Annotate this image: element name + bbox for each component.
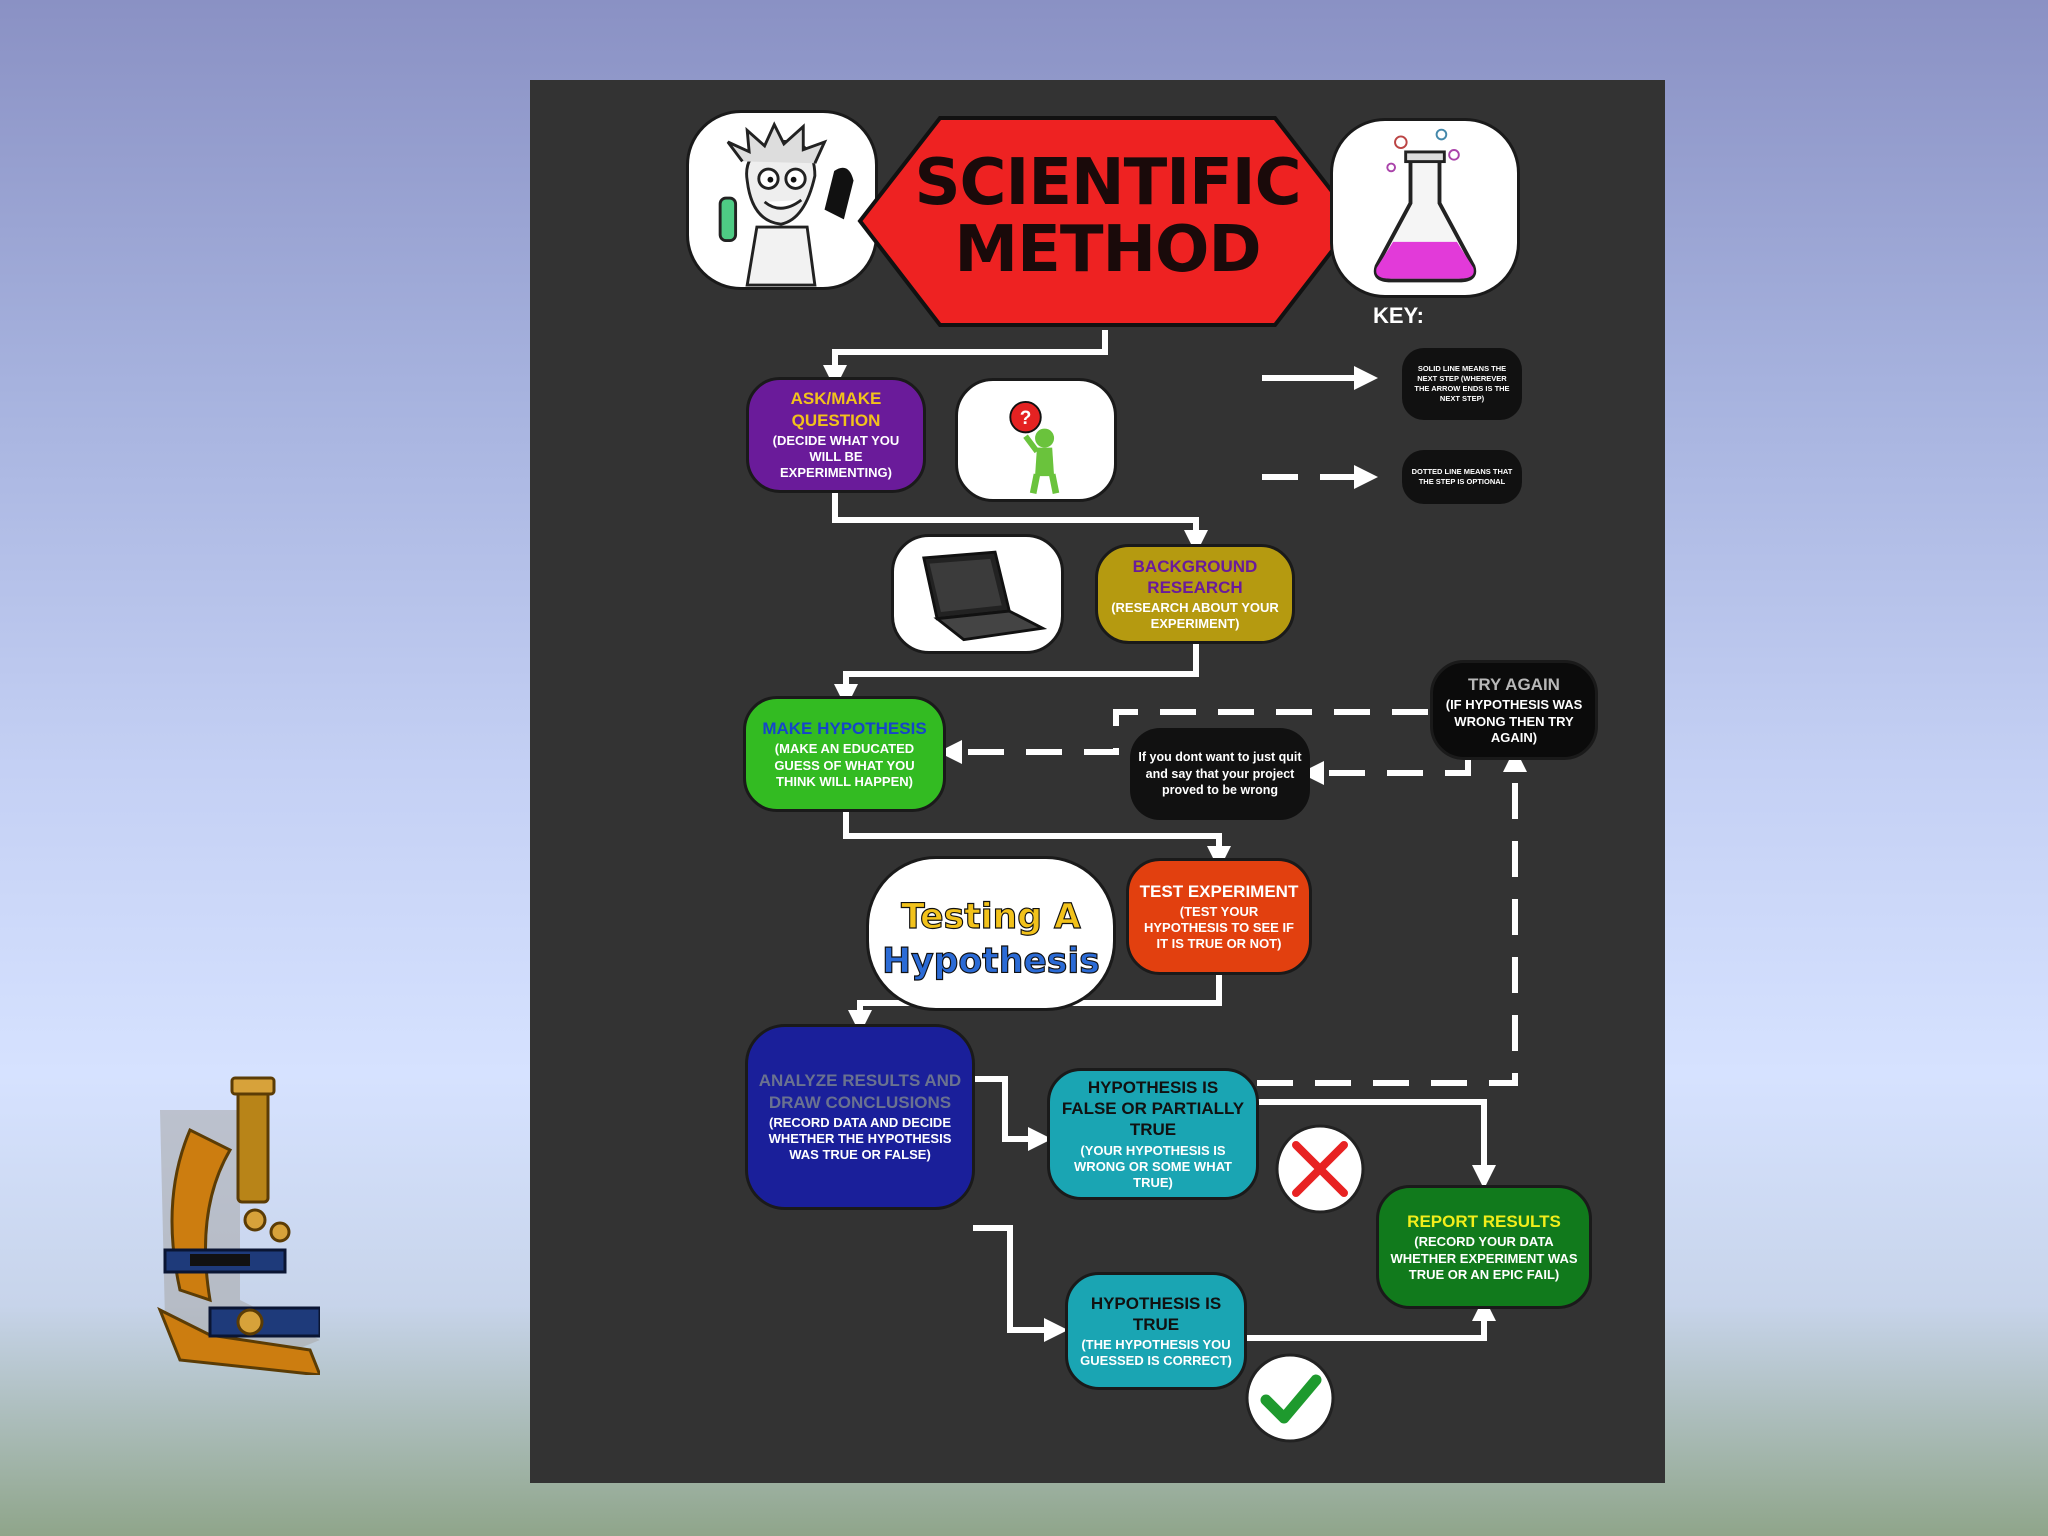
testing-art-line-1: Testing A [901, 897, 1081, 937]
step-false-title: HYPOTHESIS IS FALSE OR PARTIALLY TRUE [1060, 1077, 1246, 1141]
step-try-again: TRY AGAIN (IF HYPOTHESIS WAS WRONG THEN … [1430, 660, 1598, 760]
step-background-research: BACKGROUND RESEARCH (RESEARCH ABOUT YOUR… [1095, 544, 1295, 644]
key-dotted-note: DOTTED LINE MEANS THAT THE STEP IS OPTIO… [1402, 450, 1522, 504]
step-analyze-results: ANALYZE RESULTS AND DRAW CONCLUSIONS (RE… [745, 1024, 975, 1210]
step-hypothesis-true: HYPOTHESIS IS TRUE (THE HYPOTHESIS YOU G… [1065, 1272, 1247, 1390]
question-person-icon: ? [958, 381, 1114, 499]
step-false-sub: (YOUR HYPOTHESIS IS WRONG OR SOME WHAT T… [1060, 1143, 1246, 1192]
step-try-again-title: TRY AGAIN [1468, 674, 1560, 695]
step-true-sub: (THE HYPOTHESIS YOU GUESSED IS CORRECT) [1078, 1337, 1234, 1370]
laptop-icon [894, 537, 1061, 651]
quit-note: If you dont want to just quit and say th… [1130, 728, 1310, 820]
mad-scientist-icon [689, 113, 875, 287]
step-report-results: REPORT RESULTS (RECORD YOUR DATA WHETHER… [1376, 1185, 1592, 1309]
testing-hypothesis-art: Testing A Hypothesis [869, 859, 1113, 1008]
flask-icon [1333, 121, 1517, 295]
step-try-again-sub: (IF HYPOTHESIS WAS WRONG THEN TRY AGAIN) [1443, 697, 1585, 746]
title-line-1: SCIENTIFIC [905, 150, 1310, 217]
green-check-icon [1244, 1352, 1336, 1444]
key-label: KEY: [1373, 303, 1424, 329]
key-solid-note: SOLID LINE MEANS THE NEXT STEP (WHEREVER… [1402, 348, 1522, 420]
svg-text:?: ? [1020, 408, 1032, 429]
step-true-title: HYPOTHESIS IS TRUE [1078, 1293, 1234, 1336]
step-ask-title: ASK/MAKE QUESTION [759, 388, 913, 431]
step-hypothesis-sub: (MAKE AN EDUCATED GUESS OF WHAT YOU THIN… [756, 741, 933, 790]
laptop-picture [891, 534, 1064, 654]
step-test-experiment: TEST EXPERIMENT (TEST YOUR HYPOTHESIS TO… [1126, 858, 1312, 975]
title-line-2: METHOD [905, 217, 1310, 284]
scientist-picture [686, 110, 878, 290]
step-analyze-title: ANALYZE RESULTS AND DRAW CONCLUSIONS [758, 1070, 962, 1113]
testing-art-line-2: Hypothesis [882, 941, 1100, 981]
microscope-icon [120, 1070, 320, 1375]
step-test-sub: (TEST YOUR HYPOTHESIS TO SEE IF IT IS TR… [1139, 904, 1299, 953]
step-hypothesis-title: MAKE HYPOTHESIS [762, 718, 926, 739]
step-report-sub: (RECORD YOUR DATA WHETHER EXPERIMENT WAS… [1389, 1234, 1579, 1283]
step-ask-question: ASK/MAKE QUESTION (DECIDE WHAT YOU WILL … [746, 377, 926, 493]
question-picture: ? [955, 378, 1117, 502]
step-research-title: BACKGROUND RESEARCH [1108, 556, 1282, 599]
step-hypothesis-false: HYPOTHESIS IS FALSE OR PARTIALLY TRUE (Y… [1047, 1068, 1259, 1200]
testing-hypothesis-picture: Testing A Hypothesis [866, 856, 1116, 1011]
step-analyze-sub: (RECORD DATA AND DECIDE WHETHER THE HYPO… [758, 1115, 962, 1164]
red-x-icon [1274, 1123, 1366, 1215]
step-research-sub: (RESEARCH ABOUT YOUR EXPERIMENT) [1108, 600, 1282, 633]
title-text: SCIENTIFIC METHOD [905, 150, 1310, 284]
step-report-title: REPORT RESULTS [1407, 1211, 1561, 1232]
step-make-hypothesis: MAKE HYPOTHESIS (MAKE AN EDUCATED GUESS … [743, 696, 946, 812]
flask-picture [1330, 118, 1520, 298]
step-ask-sub: (DECIDE WHAT YOU WILL BE EXPERIMENTING) [759, 433, 913, 482]
scientific-method-poster: SCIENTIFIC METHOD KEY: SOLID LINE MEANS … [530, 80, 1665, 1483]
step-test-title: TEST EXPERIMENT [1140, 881, 1299, 902]
